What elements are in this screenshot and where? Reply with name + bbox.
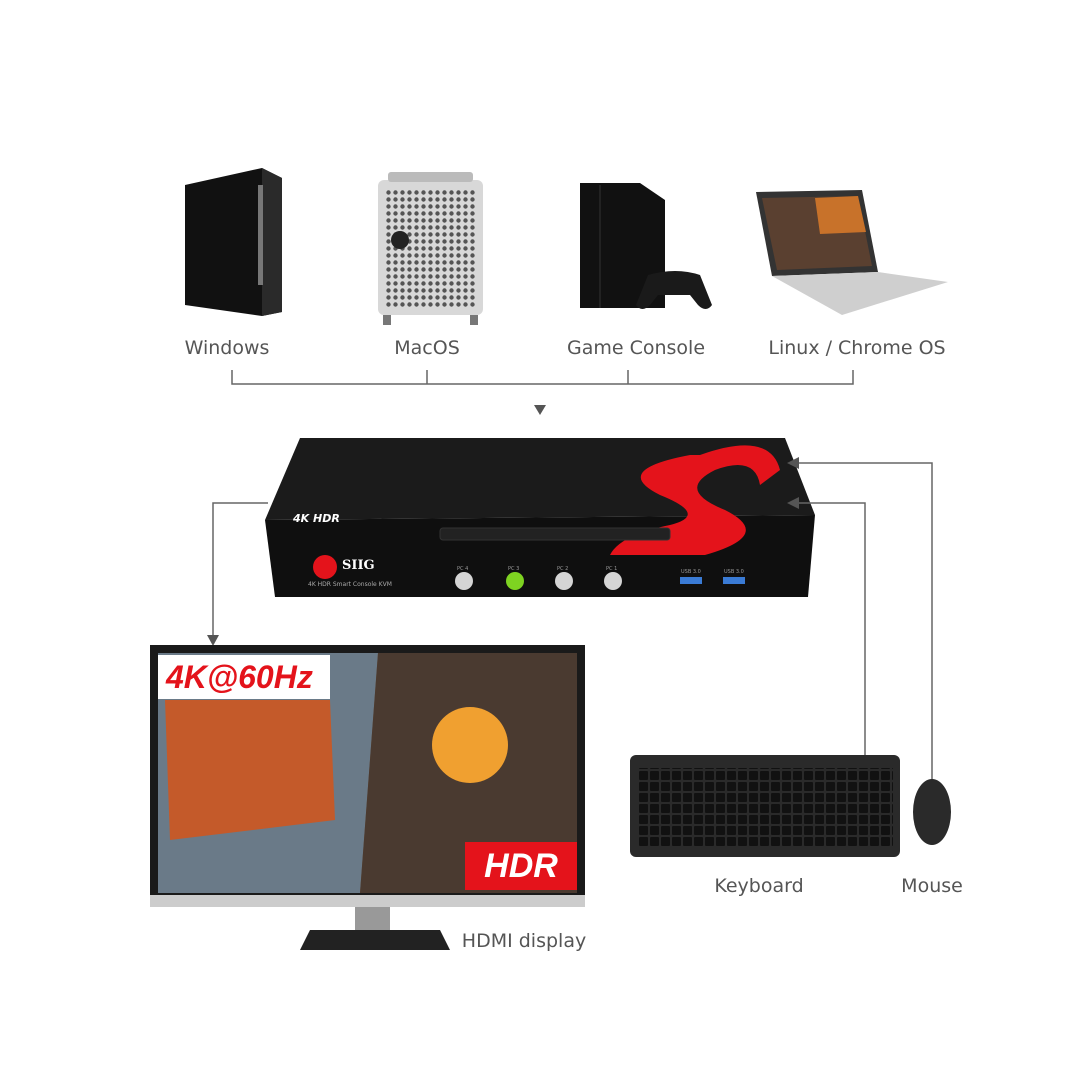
port-label-pc2: PC 2 [557,566,569,572]
source-label-macos: MacOS [394,337,460,359]
keyboard-label: Keyboard [714,875,804,897]
usb-label: USB 3.0 [724,569,744,575]
port-label-pc1: PC 1 [606,566,618,572]
usb-port-icon [723,577,745,584]
arrow-keyboard-icon [787,497,799,509]
source-label-linux: Linux / Chrome OS [768,337,946,359]
siig-logo-icon [313,555,337,579]
laptop-icon [756,190,948,315]
display-label: HDMI display [461,930,587,952]
usb-label: USB 3.0 [681,569,701,575]
keyboard-image [630,755,900,857]
source-label-windows: Windows [184,337,270,359]
mac-pro-icon [378,172,483,325]
source-bracket-lines [231,370,854,385]
kvm-brand: SIIG [342,558,375,573]
port-button-pc3[interactable] [506,572,524,590]
brand-s-logo [610,445,780,555]
source-label-game-console: Game Console [566,337,706,359]
kvm-model-label: 4K HDR Smart Console KVM [308,581,392,588]
kvm-4k-hdr-badge: 4K HDR [293,512,340,525]
tower-pc-icon [185,168,282,316]
game-console-icon [580,183,712,309]
port-label-pc4: PC 4 [457,566,469,572]
arrow-to-display-icon [207,635,219,646]
usb-port-icon [680,577,702,584]
down-arrow-icon [534,405,546,415]
arrow-mouse-icon [787,457,799,469]
mouse-image [913,779,951,845]
kvm-switch-image [265,438,815,597]
gamepad-icon [636,271,712,309]
hdr-badge: HDR [465,842,577,890]
mouse-label: Mouse [901,875,963,897]
port-button-pc1[interactable] [604,572,622,590]
port-label-pc3: PC 3 [508,566,520,572]
resolution-badge: 4K@60Hz [158,655,330,699]
port-button-pc2[interactable] [555,572,573,590]
connection-lines [212,462,933,780]
port-button-pc4[interactable] [455,572,473,590]
